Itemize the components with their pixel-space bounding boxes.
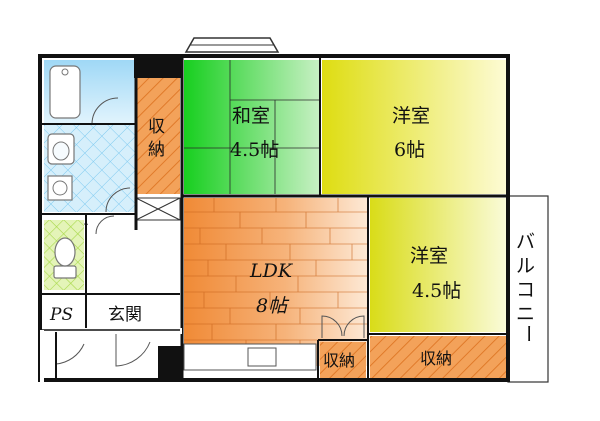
room-ldk: LDK 8帖 <box>183 198 368 371</box>
balcony-char-5: ー <box>517 324 539 343</box>
storage-closet-vertical: 収 納 <box>136 78 180 194</box>
ldk-size: 8帖 <box>256 295 290 317</box>
ps-label: PS <box>49 305 73 325</box>
kitchen-counter <box>183 343 317 371</box>
washroom <box>44 124 136 213</box>
entrance: 玄関 <box>55 296 180 367</box>
yoshitsu-main-name: 洋室 <box>392 105 430 127</box>
toilet-icon <box>53 237 77 279</box>
storage-char-1: 収 <box>148 117 165 137</box>
yoshitsu-small-size: 4.5帖 <box>412 280 461 302</box>
storage-char-2: 納 <box>148 140 165 160</box>
storage-closet-wide: 収納 <box>370 336 506 378</box>
ldk-name: LDK <box>249 260 294 282</box>
balcony-char-2: ル <box>516 255 535 277</box>
bathtub-icon <box>49 65 81 119</box>
washing-machine-icon <box>47 175 73 201</box>
entrance-door-icon <box>55 330 85 365</box>
storage-small-label: 収納 <box>323 351 355 370</box>
balcony-char-3: コ <box>516 279 535 301</box>
storage-wide-label: 収納 <box>420 349 452 368</box>
door-swing-icon <box>91 97 119 125</box>
column <box>134 56 182 78</box>
bathroom <box>44 60 136 125</box>
column <box>158 346 182 380</box>
sink-icon <box>247 347 277 367</box>
storage-closet-small: 収納 <box>320 315 366 378</box>
room-washitsu: 和室 4.5帖 <box>184 60 320 194</box>
shoe-cabinet <box>135 197 181 221</box>
ps-shaft: PS <box>44 296 84 330</box>
yoshitsu-main-size: 6帖 <box>394 139 425 161</box>
washitsu-name: 和室 <box>232 105 270 127</box>
room-yoshitsu-6: 洋室 6帖 <box>322 60 506 194</box>
genkan-label: 玄関 <box>108 305 142 325</box>
balcony-char-1: バ <box>516 231 535 253</box>
bay-window <box>184 37 280 53</box>
yoshitsu-small-name: 洋室 <box>410 245 448 267</box>
room-yoshitsu-45: 洋室 4.5帖 <box>370 198 506 332</box>
tatami-lines <box>184 60 320 194</box>
toilet-room <box>44 220 107 290</box>
washitsu-size: 4.5帖 <box>230 139 279 161</box>
balcony-char-4: ニ <box>516 303 535 325</box>
balcony: バ ル コ ニ ー <box>507 195 549 383</box>
